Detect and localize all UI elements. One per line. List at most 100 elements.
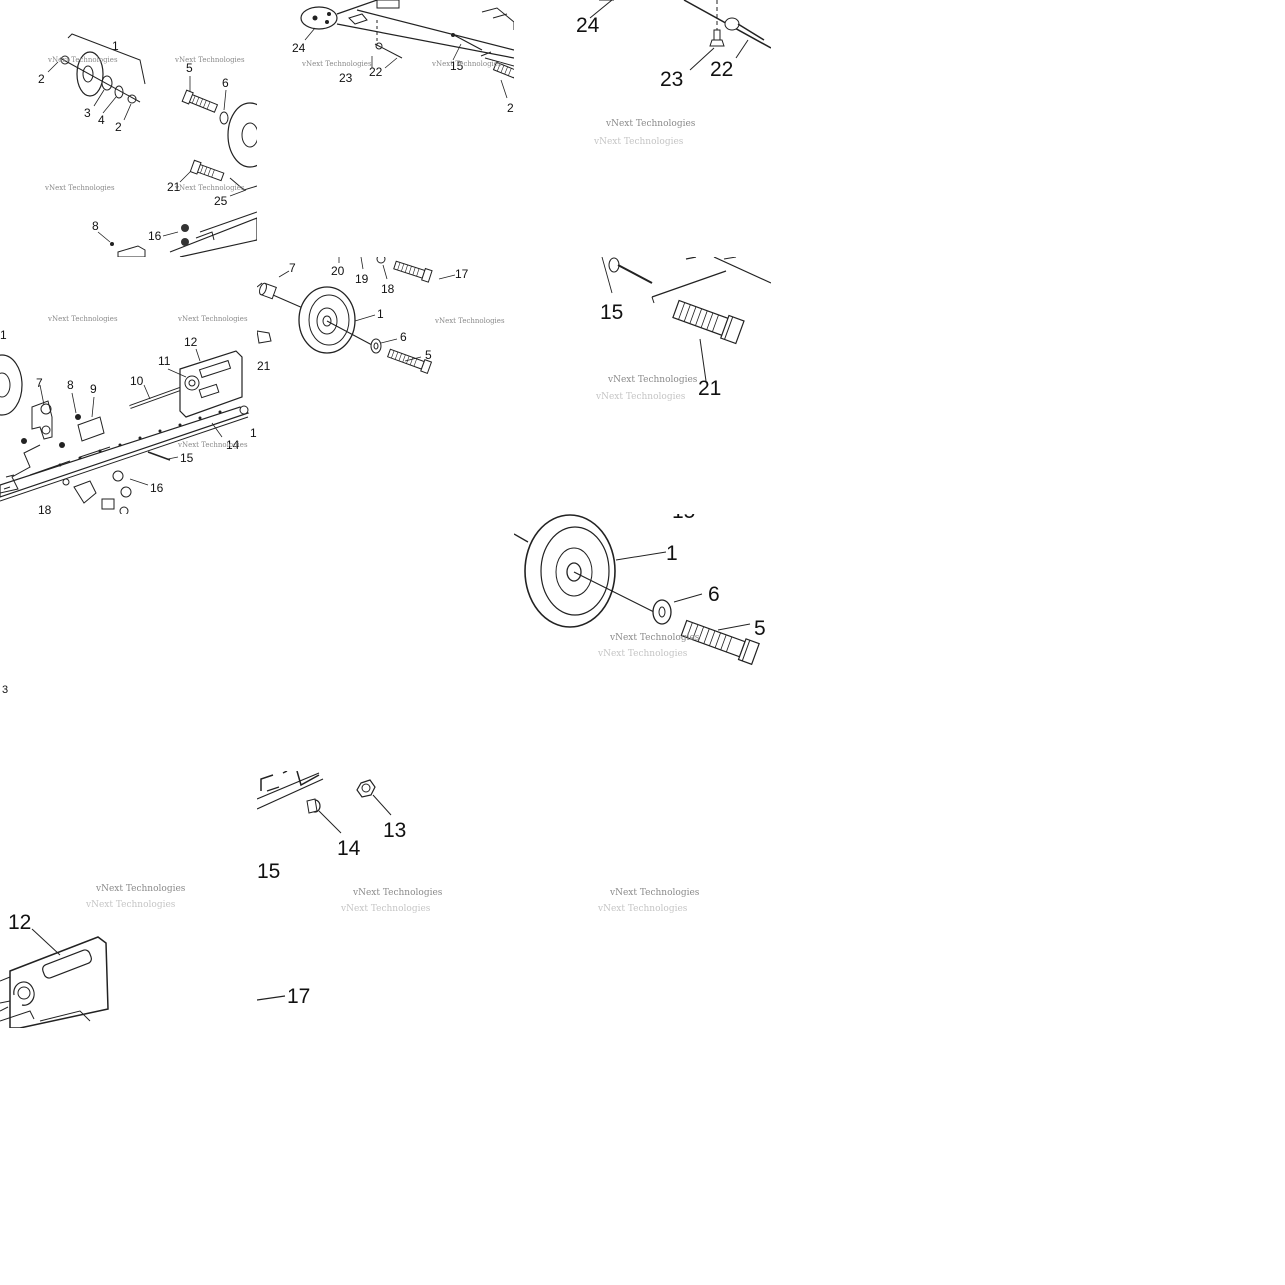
watermark: vNext Technologies [434, 317, 505, 325]
watermark: vNext Technologies [607, 375, 698, 385]
nut-13 [356, 779, 376, 798]
callout-15: 15 [600, 301, 623, 324]
callout-2b: 2 [115, 120, 122, 134]
watermark: vNext Technologies [605, 119, 696, 129]
callout-24: 24 [576, 14, 600, 37]
callout-18: 18 [287, 257, 301, 260]
tile-i-drawing: 15 1 6 5 vNext Technologies vNext Techno… [514, 514, 766, 666]
screw-14 [306, 798, 321, 814]
watermark: vNext Technologies [47, 315, 118, 323]
callout-20: 20 [331, 264, 345, 278]
callout-11: 11 [158, 354, 171, 368]
watermark: vNext Technologies [174, 184, 245, 192]
watermark-shadow: vNext Technologies [593, 137, 684, 147]
callout-17: 17 [287, 985, 310, 1008]
tile-j-drawing: vNext Technologies vNext Technologies [597, 888, 700, 914]
watermark: vNext Technologies [174, 56, 245, 64]
watermark: vNext Technologies [177, 441, 248, 449]
callout-21: 21 [167, 180, 181, 194]
callout-16: 16 [148, 229, 162, 243]
tile-zoom-idler-wheel: 15 1 6 5 vNext Technologies vNext Techno… [514, 514, 771, 771]
callout-14: 14 [337, 837, 361, 860]
washer-6 [652, 599, 672, 625]
watermark: vNext Technologies [609, 888, 700, 898]
callout-25: 25 [214, 194, 228, 208]
tile-idler-wheel-assembly: 18 20 19 18 17 7 1 6 5 21 vNext Technolo… [257, 257, 514, 514]
callout-18: 18 [38, 503, 52, 514]
callout-23: 23 [660, 68, 683, 91]
callout-12: 12 [184, 335, 198, 349]
watermark: vNext Technologies [177, 315, 248, 323]
callout-1: 1 [377, 307, 384, 321]
watermark: vNext Technologies [609, 633, 700, 643]
watermark: vNext Technologies [352, 888, 443, 898]
tile-zoom-bolt-21: 15 21 vNext Technologies vNext Technolog… [514, 257, 771, 514]
tile-h-drawing: 14 13 15 17 vNext Technologies vNext Tec… [257, 771, 443, 1008]
callout-22: 22 [369, 65, 383, 79]
screw-23 [709, 29, 725, 47]
watermark-shadow: vNext Technologies [595, 392, 686, 402]
tile-c-drawing: 24 23 22 vNext Technologies vNext Techno… [576, 0, 771, 147]
plate-12 [0, 936, 109, 1028]
callout-14: 14 [226, 438, 240, 452]
tile-zoom-fasteners-22-24: 24 23 22 vNext Technologies vNext Techno… [514, 0, 771, 257]
callout-5: 5 [186, 61, 193, 75]
callout-12: 12 [8, 911, 31, 934]
callout-15: 15 [180, 451, 194, 465]
watermark-shadow: vNext Technologies [85, 900, 176, 910]
callout-1: 1 [666, 542, 678, 565]
callout-21: 21 [698, 377, 721, 400]
callout-15: 15 [450, 59, 464, 73]
idler-wheel-1 [524, 514, 616, 628]
callout-15-partial: 15 [672, 514, 695, 523]
callout-15: 15 [257, 860, 280, 883]
tile-f-drawing: 15 21 vNext Technologies vNext Technolog… [595, 257, 771, 402]
callout-21: 21 [257, 359, 271, 373]
tile-zoom-plate-12: 12 vNext Technologies vNext Technologies [0, 771, 257, 1028]
watermark: vNext Technologies [47, 56, 118, 64]
tile-rail-assembly: 1 7 8 9 10 11 12 14 15 16 18 1 vNext Tec… [0, 257, 257, 514]
callout-18b: 18 [381, 282, 395, 296]
watermark-shadow: vNext Technologies [597, 904, 688, 914]
callout-8: 8 [92, 219, 99, 233]
watermark: vNext Technologies [431, 60, 502, 68]
callout-5: 5 [425, 348, 432, 362]
tile-wheel-hub-detail: 1 2 3 4 2 5 6 21 25 8 16 vNext Technolog… [0, 0, 257, 257]
callout-6: 6 [400, 330, 407, 344]
tile-rear-arm-detail: 24 23 22 15 2 vNext Technologies vNext T… [257, 0, 514, 257]
callout-2: 2 [38, 72, 45, 86]
tile-d-drawing: 1 7 8 9 10 11 12 14 15 16 18 1 vNext Tec… [0, 315, 257, 514]
bolt-5 [680, 619, 760, 666]
callout-1b: 1 [250, 426, 257, 440]
watermark-shadow: vNext Technologies [340, 904, 431, 914]
tile-watermark-only: vNext Technologies vNext Technologies [514, 771, 771, 1028]
callout-13: 13 [383, 819, 406, 842]
callout-10: 10 [130, 374, 144, 388]
callout-6: 6 [708, 583, 720, 606]
callout-7: 7 [289, 261, 296, 275]
callout-5: 5 [754, 617, 766, 640]
tile-b-drawing: 24 23 22 15 2 vNext Technologies vNext T… [292, 0, 514, 115]
callout-3: 3 [84, 106, 91, 120]
callout-3: 3 [2, 684, 9, 696]
tile-zoom-fasteners-13-14: 14 13 15 17 vNext Technologies vNext Tec… [257, 771, 514, 1028]
tile-g-drawing: 12 vNext Technologies vNext Technologies [0, 884, 186, 1028]
watermark: vNext Technologies [301, 60, 372, 68]
callout-16: 16 [150, 481, 164, 495]
callout-4: 4 [98, 113, 105, 127]
watermark: vNext Technologies [44, 184, 115, 192]
callout-6: 6 [222, 76, 229, 90]
callout-24: 24 [292, 41, 306, 55]
tile-e-drawing: 18 20 19 18 17 7 1 6 5 21 vNext Technolo… [257, 257, 505, 374]
callout-8: 8 [67, 378, 74, 392]
callout-7: 7 [36, 376, 43, 390]
callout-2: 2 [507, 101, 514, 115]
callout-19: 19 [355, 272, 369, 286]
callout-22: 22 [710, 58, 733, 81]
bolt-21 [672, 299, 745, 345]
callout-17: 17 [455, 267, 469, 281]
watermark-shadow: vNext Technologies [597, 649, 688, 659]
watermark: vNext Technologies [95, 884, 186, 894]
pin-22 [724, 17, 765, 41]
